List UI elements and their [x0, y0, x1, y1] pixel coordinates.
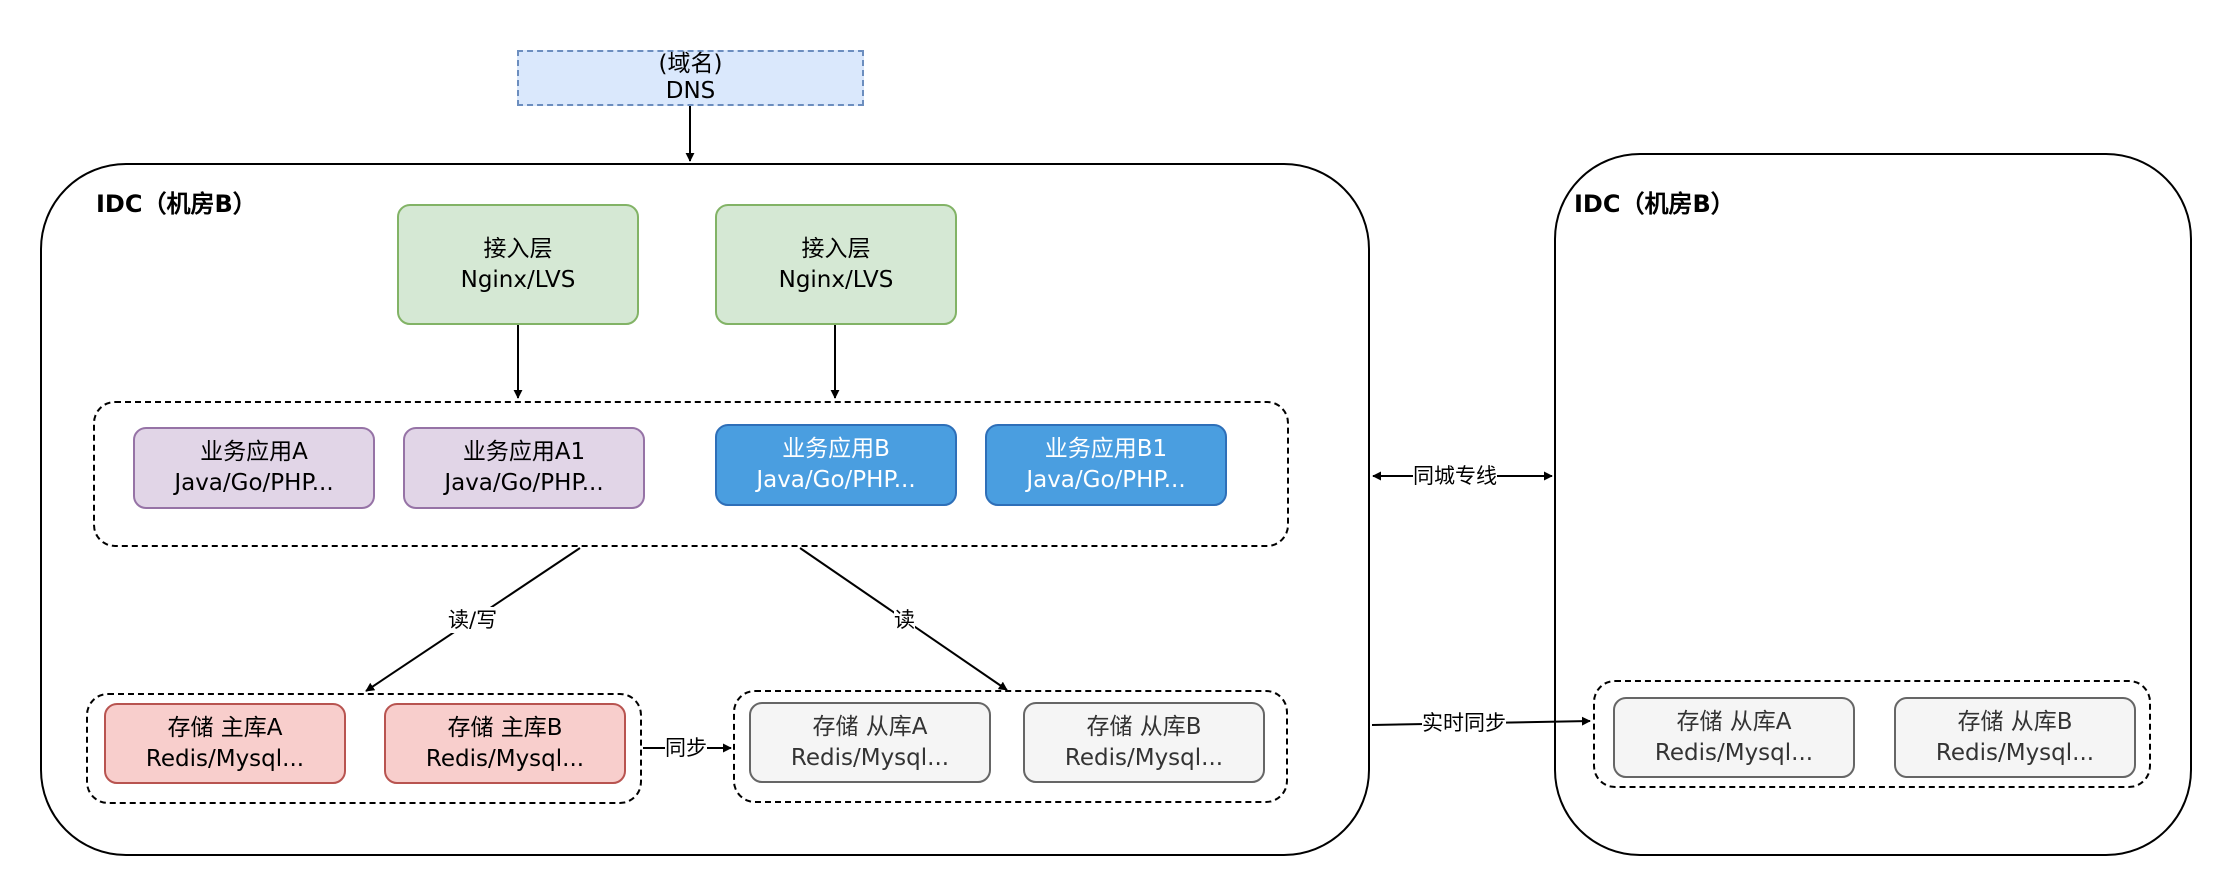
app-title: 业务应用B [782, 436, 890, 462]
app-subtitle: Java/Go/PHP... [1026, 467, 1186, 493]
edge-label-sync: 同步 [665, 735, 707, 761]
edge-label-read: 读 [894, 607, 915, 633]
app-subtitle: Java/Go/PHP... [174, 470, 334, 496]
app-title: 业务应用A1 [462, 439, 586, 465]
storage-subtitle: Redis/Mysql... [1654, 739, 1814, 766]
app-node-b1: 业务应用B1 Java/Go/PHP... [985, 424, 1227, 506]
edge-label-read-write: 读/写 [448, 607, 498, 633]
idc-main-title: IDC（机房B） [96, 190, 257, 218]
dns-line2: DNS [665, 78, 716, 104]
storage-subtitle: Redis/Mysql... [790, 744, 950, 771]
edge-label-realtime-sync: 实时同步 [1422, 710, 1506, 736]
access-layer-title: 接入层 [483, 235, 553, 262]
app-node-a: 业务应用A Java/Go/PHP... [133, 427, 375, 509]
storage-title: 存储 从库B [1086, 713, 1202, 740]
storage-title: 存储 主库B [447, 714, 563, 741]
storage-master-b: 存储 主库B Redis/Mysql... [384, 703, 626, 784]
app-subtitle: Java/Go/PHP... [444, 470, 604, 496]
app-title: 业务应用A [200, 439, 308, 465]
storage-master-a: 存储 主库A Redis/Mysql... [104, 703, 346, 784]
access-layer-subtitle: Nginx/LVS [460, 266, 576, 293]
storage-subtitle: Redis/Mysql... [1064, 744, 1224, 771]
access-layer-node-2: 接入层 Nginx/LVS [715, 204, 957, 325]
app-title: 业务应用B1 [1044, 436, 1168, 462]
edge-label-same-city-line: 同城专线 [1413, 463, 1497, 489]
master-storage-group [86, 693, 642, 804]
dns-line1: (域名) [658, 51, 723, 77]
app-node-b: 业务应用B Java/Go/PHP... [715, 424, 957, 506]
app-subtitle: Java/Go/PHP... [756, 467, 916, 493]
storage-subtitle: Redis/Mysql... [1935, 739, 2095, 766]
dns-node: (域名) DNS [517, 50, 864, 106]
idc-remote-title: IDC（机房B） [1574, 190, 1735, 218]
access-layer-subtitle: Nginx/LVS [778, 266, 894, 293]
storage-title: 存储 主库A [167, 714, 283, 741]
remote-storage-slave-b: 存储 从库B Redis/Mysql... [1894, 697, 2136, 778]
storage-title: 存储 从库B [1957, 708, 2073, 735]
storage-title: 存储 从库A [812, 713, 928, 740]
slave-storage-group [733, 690, 1288, 803]
storage-slave-a: 存储 从库A Redis/Mysql... [749, 702, 991, 783]
access-layer-node-1: 接入层 Nginx/LVS [397, 204, 639, 325]
storage-title: 存储 从库A [1676, 708, 1792, 735]
remote-slave-storage-group [1593, 680, 2151, 788]
app-layer-group [93, 401, 1289, 547]
storage-subtitle: Redis/Mysql... [145, 745, 305, 772]
storage-subtitle: Redis/Mysql... [425, 745, 585, 772]
storage-slave-b: 存储 从库B Redis/Mysql... [1023, 702, 1265, 783]
remote-storage-slave-a: 存储 从库A Redis/Mysql... [1613, 697, 1855, 778]
app-node-a1: 业务应用A1 Java/Go/PHP... [403, 427, 645, 509]
access-layer-title: 接入层 [801, 235, 871, 262]
